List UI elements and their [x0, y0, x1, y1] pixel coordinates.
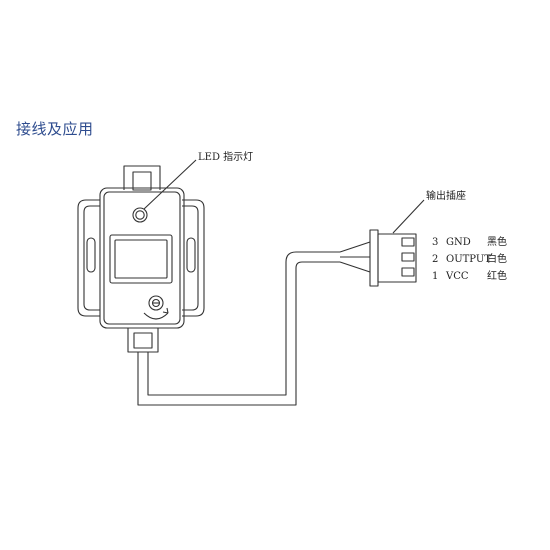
pin-name: GND	[446, 237, 471, 248]
led-icon	[132, 207, 148, 223]
pin-number: 3	[432, 237, 438, 248]
pin-color: 白色	[487, 252, 507, 265]
pin-color: 黑色	[487, 235, 507, 248]
pin-number: 2	[432, 254, 438, 265]
adjust-knob-icon	[143, 295, 169, 320]
sensor-body	[99, 187, 185, 329]
led-leader-line	[143, 159, 197, 210]
pin-name: VCC	[445, 271, 469, 282]
left-mounting-ear	[77, 199, 100, 317]
socket-label: 输出插座	[426, 189, 466, 202]
right-mounting-ear	[182, 199, 205, 317]
pin-color: 红色	[487, 269, 507, 282]
sensor-window	[109, 234, 173, 284]
sensor-top-tab	[123, 165, 161, 191]
sensor-bottom-connector	[127, 327, 159, 353]
pin-name: OUTPUT	[446, 254, 491, 265]
section-title: 接线及应用	[16, 120, 94, 138]
pin-number: 1	[432, 271, 438, 282]
pin-list: 3 GND 黑色 2 OUTPUT 白色 1 VCC 红色	[432, 235, 507, 282]
cable	[137, 241, 371, 406]
output-socket-icon	[369, 229, 417, 287]
led-label: LED 指示灯	[198, 150, 253, 163]
socket-leader-line	[392, 199, 425, 234]
